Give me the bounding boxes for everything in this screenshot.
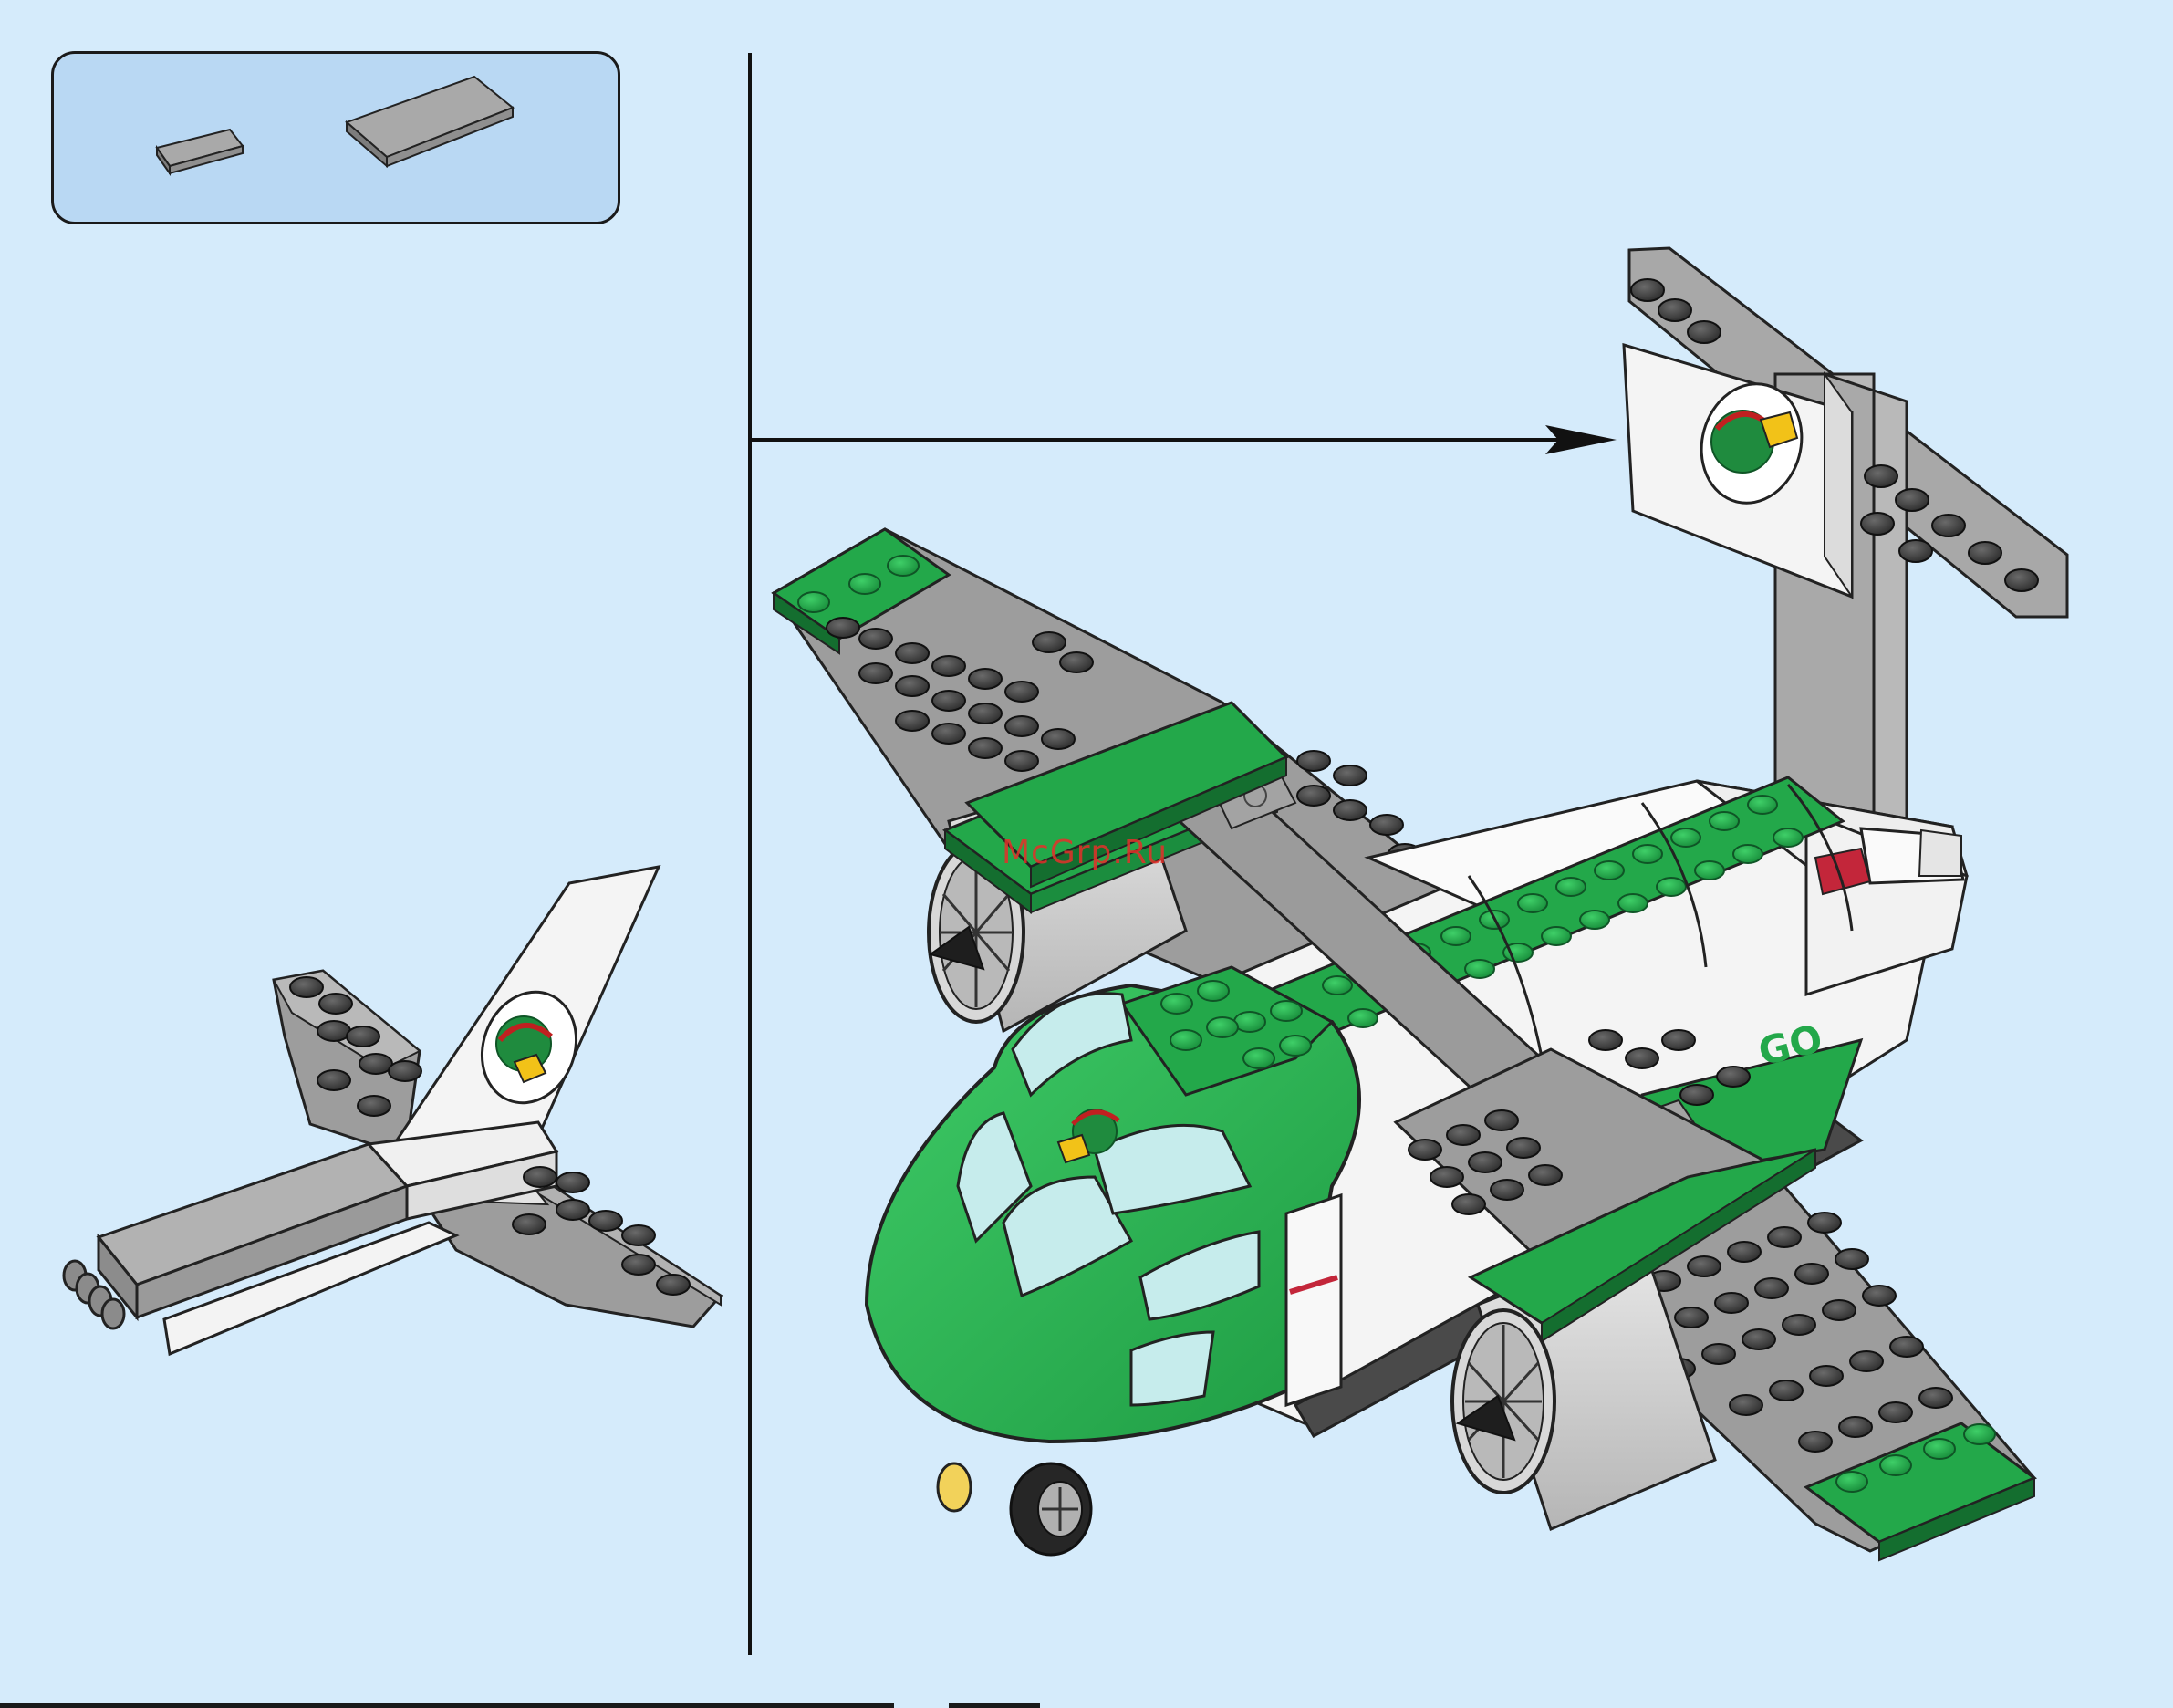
airplane-model: GO [774,248,2067,1560]
cargo-door [1286,1195,1341,1405]
tail-assembly [64,867,721,1354]
watermark-text: McGrp.Ru [1002,834,1168,871]
long-gray-tile-part [347,77,513,166]
page-footer-bar [0,1703,894,1708]
small-gray-tile-part [157,130,243,173]
nose-landing-gear [938,1463,1091,1555]
page-footer-bar [949,1703,1040,1708]
